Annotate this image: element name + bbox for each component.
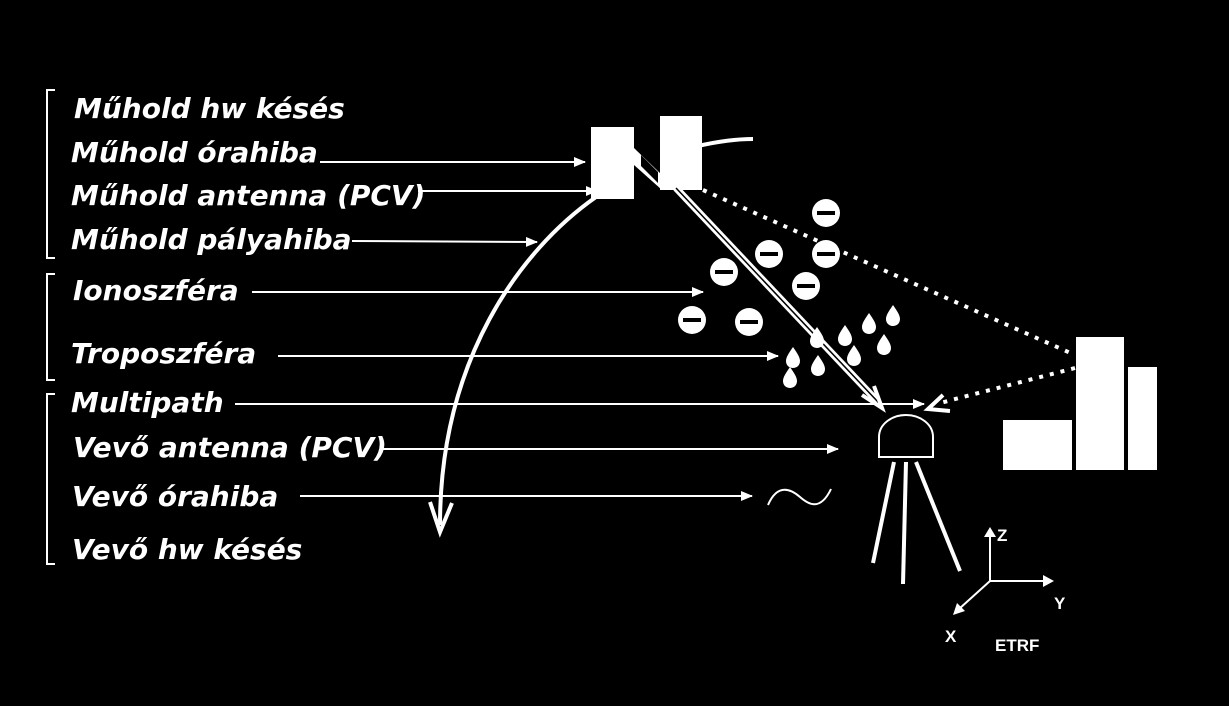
electron-icon (812, 240, 840, 268)
water-drop-icon (838, 325, 852, 346)
direct-signal-ray-core (675, 187, 879, 403)
ionosphere-electrons (678, 199, 840, 336)
x-axis-label: X (945, 627, 957, 646)
electron-icon (792, 272, 820, 300)
label-multipath: Multipath (71, 386, 224, 419)
label-receiver-clock-error: Vevő órahiba (72, 480, 278, 513)
water-drop-icon (783, 367, 797, 388)
x-axis (958, 580, 991, 610)
electron-icon (735, 308, 763, 336)
label-satellite-orbit-error: Műhold pályahiba (71, 223, 352, 256)
satellite-group-bracket (46, 89, 55, 259)
clock-wave-icon (767, 488, 832, 506)
atmosphere-group-bracket (46, 273, 55, 381)
electron-icon (755, 240, 783, 268)
gnss-antenna-icon (878, 413, 934, 458)
water-drop-icon (811, 355, 825, 376)
label-satellite-antenna-pcv: Műhold antenna (PCV) (71, 179, 425, 212)
water-drop-icon (786, 347, 800, 368)
buildings-icon (1003, 337, 1157, 470)
orbit-arrow-head-icon (428, 501, 454, 538)
reflected-signal-ray (702, 188, 1076, 357)
water-drop-icon (847, 345, 861, 366)
y-axis-arrow-icon (1043, 575, 1054, 587)
water-drop-icon (877, 334, 891, 355)
orbit-trail (697, 137, 754, 148)
label-troposphere: Troposzféra (71, 337, 256, 370)
tripod-icon (871, 461, 962, 585)
label-ionosphere: Ionoszféra (73, 274, 239, 307)
water-drop-icon (862, 313, 876, 334)
reference-frame-label: ETRF (995, 636, 1039, 655)
label-receiver-hw-delay: Vevő hw késés (72, 533, 302, 566)
electron-icon (678, 306, 706, 334)
label-satellite-hw-delay: Műhold hw késés (74, 92, 345, 125)
z-axis-label: Z (997, 526, 1007, 545)
electron-icon (710, 258, 738, 286)
z-axis-arrow-icon (984, 527, 996, 537)
y-axis-label: Y (1054, 594, 1066, 613)
reflected-arrow-head-icon (923, 393, 951, 413)
electron-icon (812, 199, 840, 227)
arrow-satellite-orbit (351, 236, 538, 247)
label-receiver-antenna-pcv: Vevő antenna (PCV) (73, 431, 387, 464)
coordinate-frame: Z Y X ETRF (945, 526, 1066, 655)
receiver-group-bracket (46, 393, 55, 565)
x-axis-arrow-icon (953, 603, 965, 615)
reflected-signal-ray-to-receiver (939, 366, 1076, 405)
water-drop-icon (886, 305, 900, 326)
satellite-icon (591, 116, 702, 199)
label-satellite-clock-error: Műhold órahiba (71, 136, 318, 169)
orbit-arc (438, 195, 598, 526)
direct-signal-arrow-head-icon (860, 385, 886, 413)
